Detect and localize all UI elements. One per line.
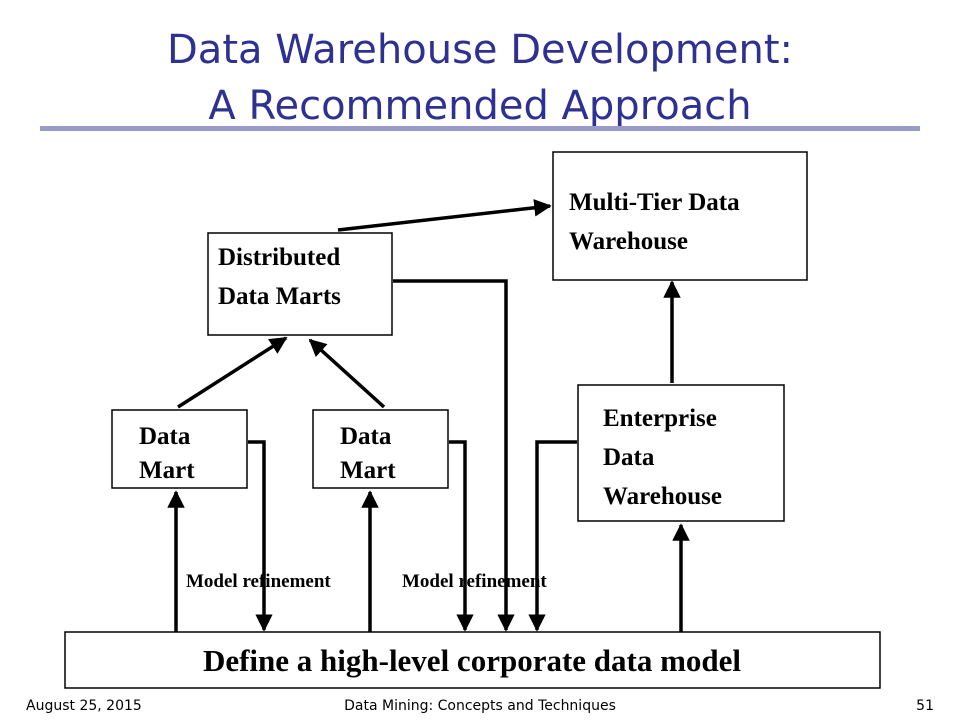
slide-title-line-2: A Recommended Approach bbox=[208, 83, 752, 129]
multi-tier-data-warehouse-box: Multi-Tier Data Warehouse bbox=[552, 151, 808, 281]
data-mart-right-label-line-2: Mart bbox=[340, 457, 396, 484]
arrow-right-mart-to-distributed bbox=[308, 338, 386, 409]
footer-date: August 25, 2015 bbox=[26, 698, 142, 714]
multi-tier-label-line-1: Multi-Tier Data bbox=[569, 189, 740, 216]
title-underline bbox=[40, 126, 920, 131]
data-mart-right-label-line-1: Data bbox=[340, 423, 392, 450]
arrow-distributed-to-multi-tier bbox=[337, 199, 552, 232]
data-mart-left-box: Data Mart bbox=[111, 409, 248, 489]
enterprise-label-line-3: Warehouse bbox=[603, 483, 722, 510]
footer-course-title: Data Mining: Concepts and Techniques bbox=[344, 698, 616, 714]
enterprise-label-line-1: Enterprise bbox=[603, 405, 717, 432]
distributed-label-line-1: Distributed bbox=[218, 244, 340, 271]
model-refinement-label-left: Model refinement bbox=[186, 571, 331, 592]
corporate-data-model-label: Define a high-level corporate data model bbox=[203, 643, 741, 678]
enterprise-data-warehouse-box: Enterprise Data Warehouse bbox=[577, 384, 785, 522]
slide-title-line-1: Data Warehouse Development: bbox=[167, 27, 793, 73]
footer-page-number: 51 bbox=[916, 698, 934, 714]
arrow-left-mart-to-distributed bbox=[177, 336, 288, 409]
arrow-left-mart-refinement bbox=[248, 440, 273, 632]
distributed-label-line-2: Data Marts bbox=[218, 283, 341, 310]
data-mart-right-box: Data Mart bbox=[312, 409, 449, 489]
arrow-distributed-refinement bbox=[393, 279, 515, 632]
data-mart-left-label-line-1: Data bbox=[139, 423, 191, 450]
corporate-data-model-box: Define a high-level corporate data model bbox=[64, 631, 881, 689]
model-refinement-label-right: Model refinement bbox=[402, 571, 547, 592]
data-mart-left-label-line-2: Mart bbox=[139, 457, 195, 484]
arrow-right-mart-refinement bbox=[449, 440, 474, 632]
arrow-enterprise-refinement bbox=[528, 440, 577, 632]
multi-tier-label-line-2: Warehouse bbox=[569, 228, 688, 255]
distributed-data-marts-box: Distributed Data Marts bbox=[207, 232, 393, 336]
enterprise-label-line-2: Data bbox=[603, 444, 655, 471]
